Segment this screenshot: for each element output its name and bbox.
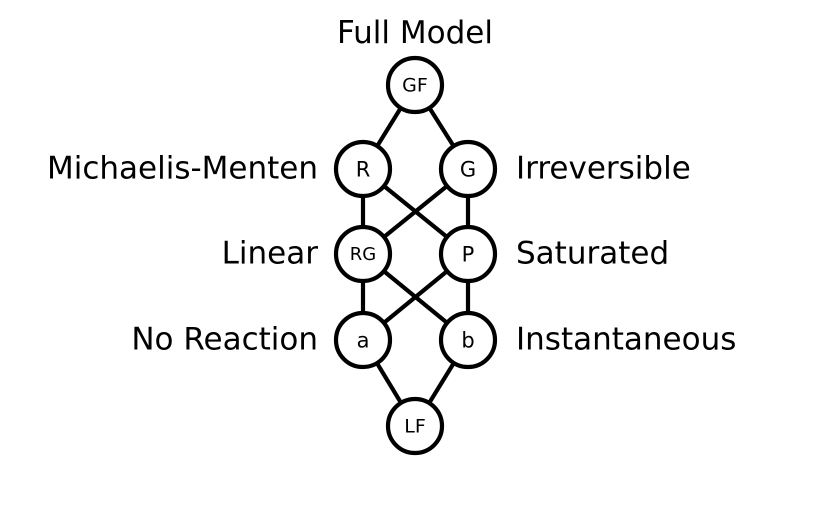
node-label-a: a (357, 329, 370, 353)
right-label-b: Instantaneous (516, 321, 737, 358)
page-title: Full Model (337, 15, 493, 51)
edge-GF-G (426, 105, 457, 149)
edge-a-LF (374, 360, 404, 406)
left-label-R: Michaelis-Menten (46, 150, 318, 187)
edge-P-a (381, 268, 450, 326)
node-circle-R (333, 139, 393, 199)
right-label-P: Saturated (516, 235, 670, 272)
node-label-R: R (356, 158, 371, 182)
node-circle-P (438, 224, 498, 284)
node-circle-GF (385, 55, 445, 115)
edge-GF-R (374, 105, 404, 149)
edge-layer (360, 105, 471, 406)
node-label-RG: RG (350, 244, 376, 265)
left-label-RG: Linear (221, 235, 318, 272)
node-circle-b (438, 310, 498, 370)
node-circle-RG (333, 224, 393, 284)
node-P[interactable]: P (438, 224, 498, 284)
node-label-GF: GF (402, 75, 428, 97)
node-circle-G (438, 139, 498, 199)
edge-G-RG (381, 183, 450, 240)
node-circle-a (333, 310, 393, 370)
node-label-P: P (462, 243, 475, 267)
node-G[interactable]: G (438, 139, 498, 199)
node-label-LF: LF (404, 416, 426, 438)
node-a[interactable]: a (333, 310, 393, 370)
node-GF[interactable]: GF (385, 55, 445, 115)
node-circle-LF (385, 396, 445, 456)
node-RG[interactable]: RG (333, 224, 393, 284)
node-b[interactable]: b (438, 310, 498, 370)
node-label-G: G (460, 158, 476, 182)
node-R[interactable]: R (333, 139, 393, 199)
edge-b-LF (426, 360, 457, 406)
node-LF[interactable]: LF (385, 396, 445, 456)
left-label-a: No Reaction (131, 321, 318, 358)
node-label-b: b (461, 329, 474, 353)
right-label-G: Irreversible (516, 150, 691, 187)
